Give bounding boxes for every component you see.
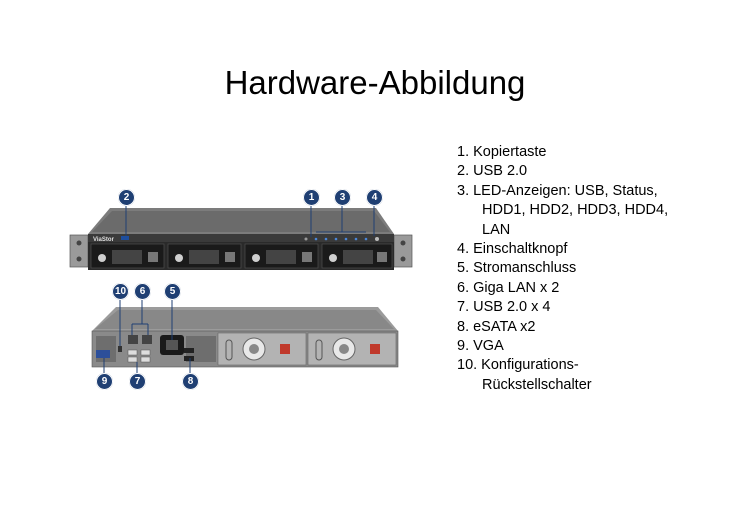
front-panel: ViaStor bbox=[69, 205, 413, 270]
callout-2: 2 bbox=[118, 189, 135, 206]
callout-4: 4 bbox=[366, 189, 383, 206]
drive-trays bbox=[90, 243, 393, 269]
page-title: Hardware-Abbildung bbox=[224, 64, 526, 101]
legend-item-9: 9. VGA bbox=[457, 338, 504, 355]
callout-10: 10 bbox=[112, 283, 129, 300]
vga-port bbox=[96, 350, 110, 358]
callout-7: 7 bbox=[129, 373, 146, 390]
brand-label: ViaStor bbox=[93, 237, 115, 243]
legend-item-7: 7. USB 2.0 x 4 bbox=[457, 299, 551, 316]
callout-3: 3 bbox=[334, 189, 351, 206]
legend-item-4: 4. Einschaltknopf bbox=[457, 241, 568, 258]
legend-item-5: 5. Stromanschluss bbox=[457, 260, 577, 277]
legend-item-3-cont-2: LAN bbox=[482, 221, 511, 238]
feature-legend: 1. Kopiertaste 2. USB 2.0 3. LED-Anzeige… bbox=[457, 143, 747, 395]
legend-item-10-cont: Rückstellschalter bbox=[482, 376, 592, 393]
legend-item-10: 10. Konfigurations- bbox=[457, 357, 579, 374]
legend-item-3-cont-1: HDD1, HDD2, HDD3, HDD4, bbox=[482, 202, 669, 219]
front-usb-port bbox=[121, 236, 129, 240]
legend-item-8: 8. eSATA x2 bbox=[457, 318, 536, 335]
callout-9: 9 bbox=[96, 373, 113, 390]
rear-panel bbox=[91, 298, 399, 374]
callout-5: 5 bbox=[164, 283, 181, 300]
legend-item-2: 2. USB 2.0 bbox=[457, 163, 528, 180]
callout-6: 6 bbox=[134, 283, 151, 300]
callout-1: 1 bbox=[303, 189, 320, 206]
legend-item-1: 1. Kopiertaste bbox=[457, 144, 547, 160]
callout-8: 8 bbox=[182, 373, 199, 390]
legend-item-3: 3. LED-Anzeigen: USB, Status, bbox=[457, 182, 658, 199]
legend-item-6: 6. Giga LAN x 2 bbox=[457, 279, 560, 296]
